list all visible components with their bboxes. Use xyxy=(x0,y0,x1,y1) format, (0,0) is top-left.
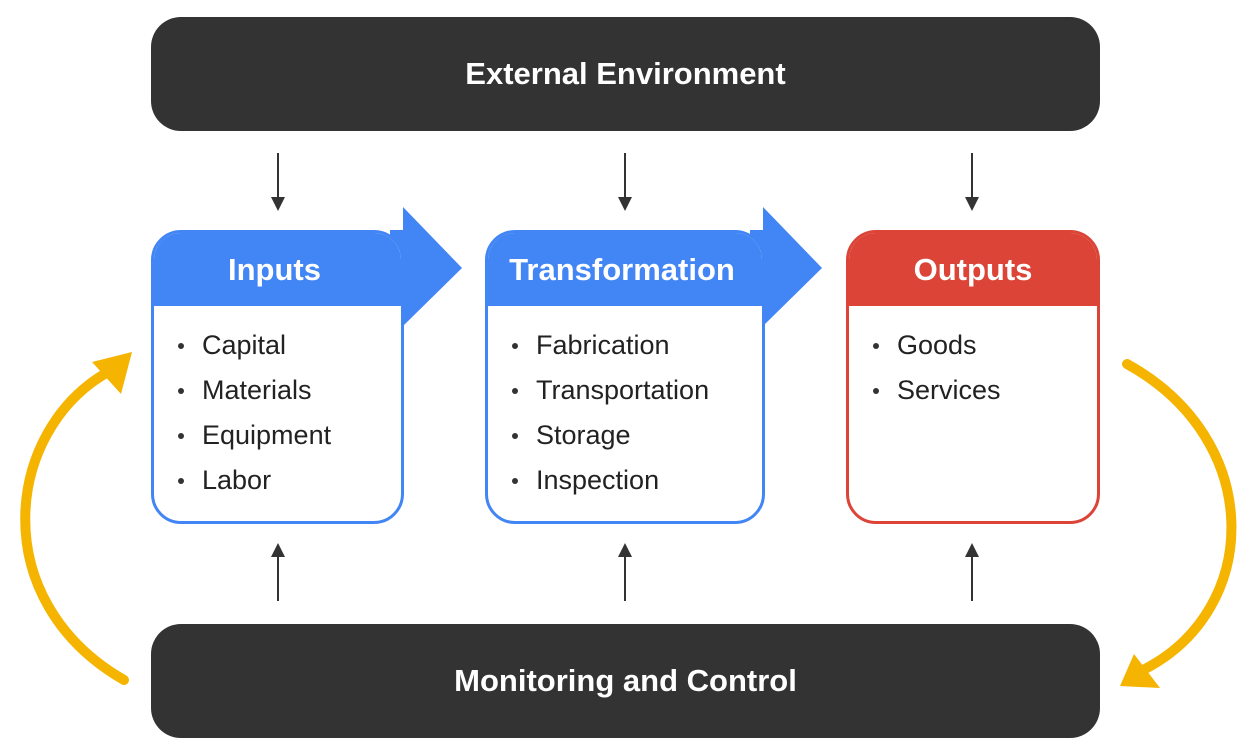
feedback-arrowhead-right xyxy=(1120,654,1160,688)
external-environment-bar: External Environment xyxy=(151,17,1100,131)
list-item: Fabrication xyxy=(510,332,762,377)
stage-inputs-title: Inputs xyxy=(154,233,401,306)
monitoring-control-label: Monitoring and Control xyxy=(454,663,797,698)
list-item: Capital xyxy=(176,332,401,377)
stage-transformation: Transformation Fabrication Transportatio… xyxy=(485,230,765,524)
feedback-arc-left xyxy=(20,367,129,685)
list-item: Transportation xyxy=(510,377,762,422)
external-environment-label: External Environment xyxy=(465,56,786,91)
list-item: Inspection xyxy=(510,467,762,512)
monitoring-control-bar: Monitoring and Control xyxy=(151,624,1100,738)
stage-outputs-list: Goods Services xyxy=(849,306,1097,422)
stage-inputs-list: Capital Materials Equipment Labor xyxy=(154,306,401,512)
chevron-arrow-transformation xyxy=(750,207,822,326)
list-item: Equipment xyxy=(176,422,401,467)
stage-outputs-title: Outputs xyxy=(849,233,1097,306)
list-item: Materials xyxy=(176,377,401,422)
stage-inputs: Inputs Capital Materials Equipment Labor xyxy=(151,230,404,524)
feedback-arrowhead-left xyxy=(92,352,132,394)
feedback-arc-right xyxy=(1122,359,1237,675)
stage-outputs: Outputs Goods Services xyxy=(846,230,1100,524)
stage-transformation-list: Fabrication Transportation Storage Inspe… xyxy=(488,306,762,512)
list-item: Goods xyxy=(871,332,1097,377)
stage-transformation-title: Transformation xyxy=(488,233,762,306)
list-item: Services xyxy=(871,377,1097,422)
list-item: Labor xyxy=(176,467,401,512)
list-item: Storage xyxy=(510,422,762,467)
chevron-arrow-inputs xyxy=(390,207,462,326)
